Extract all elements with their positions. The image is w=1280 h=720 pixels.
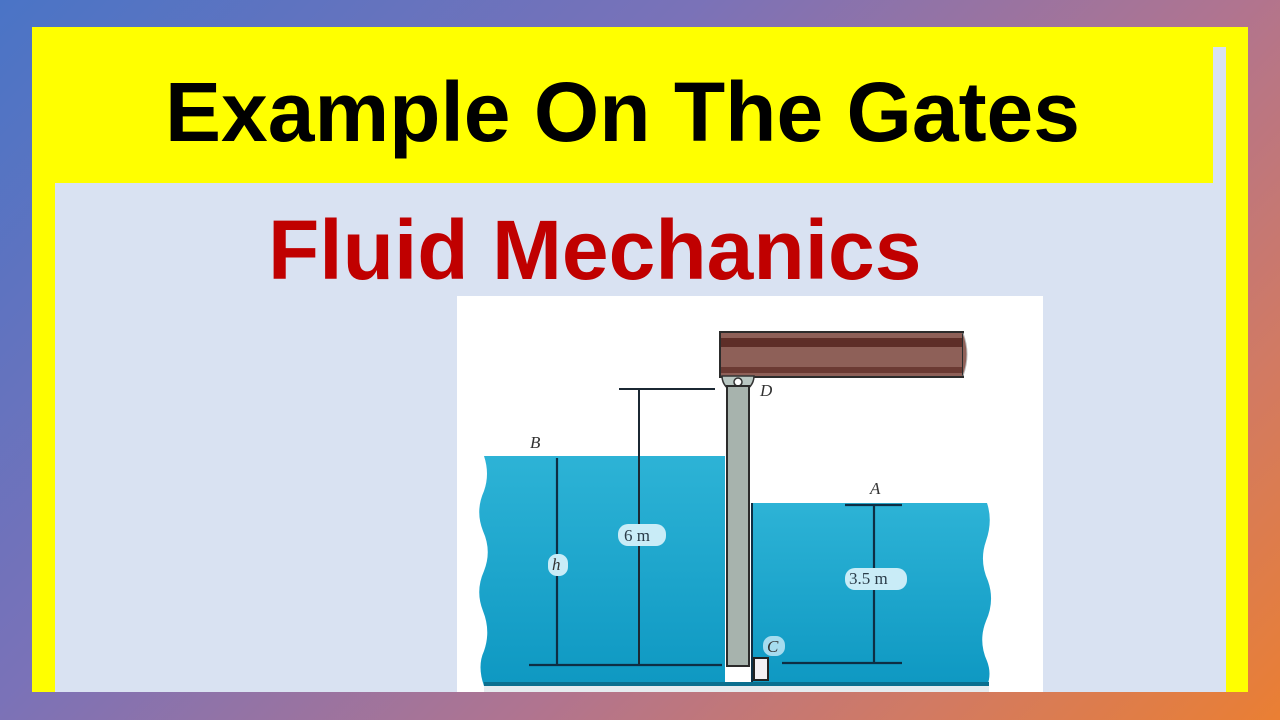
label-3-5m: 3.5 m xyxy=(849,569,888,588)
support-beam xyxy=(719,331,968,378)
page-subtitle: Fluid Mechanics xyxy=(268,203,922,297)
label-d: D xyxy=(759,381,773,400)
label-b: B xyxy=(530,433,541,452)
label-6m-bg xyxy=(618,524,666,546)
stop-block-c xyxy=(753,657,769,681)
content-panel-edge xyxy=(1213,47,1226,187)
label-h: h xyxy=(552,555,561,574)
water-left xyxy=(479,456,725,686)
label-c: C xyxy=(767,637,779,656)
page-title: Example On The Gates xyxy=(165,65,1080,159)
channel-bed xyxy=(484,682,989,686)
gate-diagram: B A D C 6 m h 3.5 m xyxy=(457,296,1043,692)
label-a: A xyxy=(869,479,881,498)
water-right xyxy=(752,503,992,686)
label-c-bg xyxy=(763,636,785,656)
channel-floor xyxy=(484,686,989,692)
gate-plate xyxy=(726,385,750,667)
label-6m: 6 m xyxy=(624,526,650,545)
label-h-bg xyxy=(548,554,568,576)
label-3-5m-bg xyxy=(845,568,907,590)
